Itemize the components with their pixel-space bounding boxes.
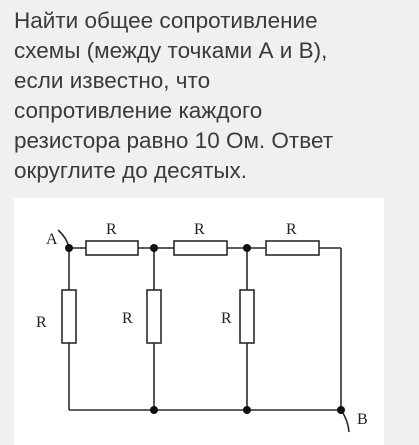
resistor-vert-1 [61,289,77,344]
resistor-label-vert-2: R [122,310,133,327]
resistor-label-vert-3: R [221,310,232,327]
junction-bottom-2 [150,406,158,414]
labels: A B R R R R R R [36,221,368,428]
resistors [61,240,320,344]
junction-top-2 [150,244,158,252]
resistor-label-top-2: R [194,221,205,238]
circuit-diagram: A B R R R R R R [14,198,384,445]
junction-b [337,406,345,414]
resistor-label-top-1: R [106,221,117,238]
resistor-top-3 [265,240,320,256]
node-b-label: B [357,411,368,428]
resistor-label-vert-1: R [36,314,47,331]
node-a-label: A [46,231,58,248]
junction-bottom-3 [243,406,251,414]
wires [57,229,350,433]
resistor-vert-2 [146,289,162,344]
resistor-vert-3 [239,289,255,344]
junction-a [65,244,73,252]
junction-top-3 [243,244,251,252]
resistor-top-2 [173,240,228,256]
junctions [65,244,345,414]
circuit-svg: A B R R R R R R [36,221,368,433]
problem-statement: Найти общее сопротивление схемы (между т… [14,8,334,183]
resistor-label-top-3: R [286,221,297,238]
resistor-top-1 [85,240,139,256]
